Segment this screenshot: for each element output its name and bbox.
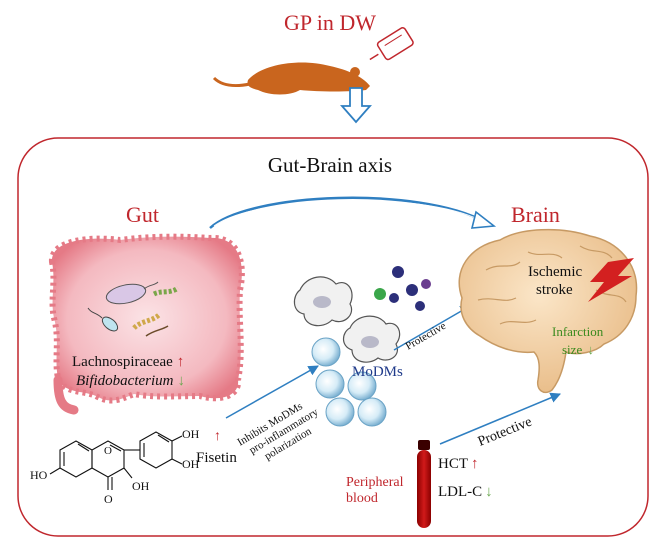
brain-event: Ischemic stroke: [528, 264, 586, 298]
gut-taxon-2: Bifidobacterium↓: [76, 373, 185, 389]
gut-brain-frame: [17, 137, 649, 537]
bacterium-icon: [105, 283, 147, 305]
gut-brain-arrow: [209, 196, 486, 229]
ldl-marker: LDL-C↓: [438, 484, 493, 500]
brain-illustration: [458, 228, 638, 394]
hct-marker: HCT↑: [438, 456, 479, 472]
down-arrow-icon: [340, 87, 372, 124]
blood-tube-icon: [417, 440, 431, 528]
cells-protective-label: Protective: [404, 320, 449, 353]
blood-protective-label: Protective: [476, 415, 534, 450]
axis-title: Gut-Brain axis: [268, 153, 392, 177]
cells-label: MoDMs: [352, 364, 403, 380]
fisetin-group-ho-left: HO: [30, 468, 48, 482]
fisetin-change: ↑: [214, 429, 221, 444]
brain-infarction-change: ↓: [587, 342, 594, 357]
fisetin-molecule: [49, 431, 183, 490]
macrophage-cells: [293, 276, 401, 363]
gut-brain-arrowhead: [470, 210, 497, 229]
fisetin-group-ring-o: O: [104, 445, 112, 457]
brain-event-line-1: Ischemic: [528, 264, 582, 280]
bacterium-chain-icon: [152, 285, 180, 297]
blood-label: Peripheral blood: [346, 475, 407, 506]
monocyte-cells: [311, 337, 387, 427]
blood-label-line-2: blood: [346, 491, 378, 506]
fisetin-group-oh-top: OH: [182, 427, 200, 441]
brain-event-line-2: stroke: [536, 282, 573, 298]
fisetin-group-oh-bottom: OH: [132, 479, 150, 493]
brain-infarction-line-1: Infarction: [552, 324, 604, 339]
fisetin-name: Fisetin: [196, 450, 237, 466]
header-title: GP in DW: [284, 10, 376, 35]
gut-taxon-1: Lachnospiraceae↑: [72, 354, 184, 370]
fisetin-group-oh-right: OH: [182, 457, 200, 471]
gut-heading: Gut: [126, 202, 159, 227]
gut-illustration: [49, 233, 245, 415]
fisetin-label: ↑ Fisetin: [196, 428, 237, 466]
brain-infarction: Infarction size ↓: [552, 324, 607, 357]
gut-brain-arrow-inner: [213, 199, 481, 227]
blood-label-line-1: Peripheral: [346, 475, 404, 490]
brain-heading: Brain: [511, 202, 560, 227]
fisetin-group-carbonyl-o: O: [104, 492, 113, 506]
mouse-icon: [212, 62, 370, 95]
cytokine-dots: [374, 266, 431, 311]
fisetin-to-cells-arrow: [225, 365, 319, 419]
cells-to-brain-arrow: [393, 305, 471, 351]
blood-to-brain-arrow: [439, 392, 561, 445]
lightning-icon: [588, 258, 634, 302]
brain-infarction-line-2: size: [562, 342, 582, 357]
bacterium-icon: [101, 316, 119, 332]
bacterium-chain-icon: [132, 312, 162, 330]
water-bottle-icon: [369, 27, 414, 61]
